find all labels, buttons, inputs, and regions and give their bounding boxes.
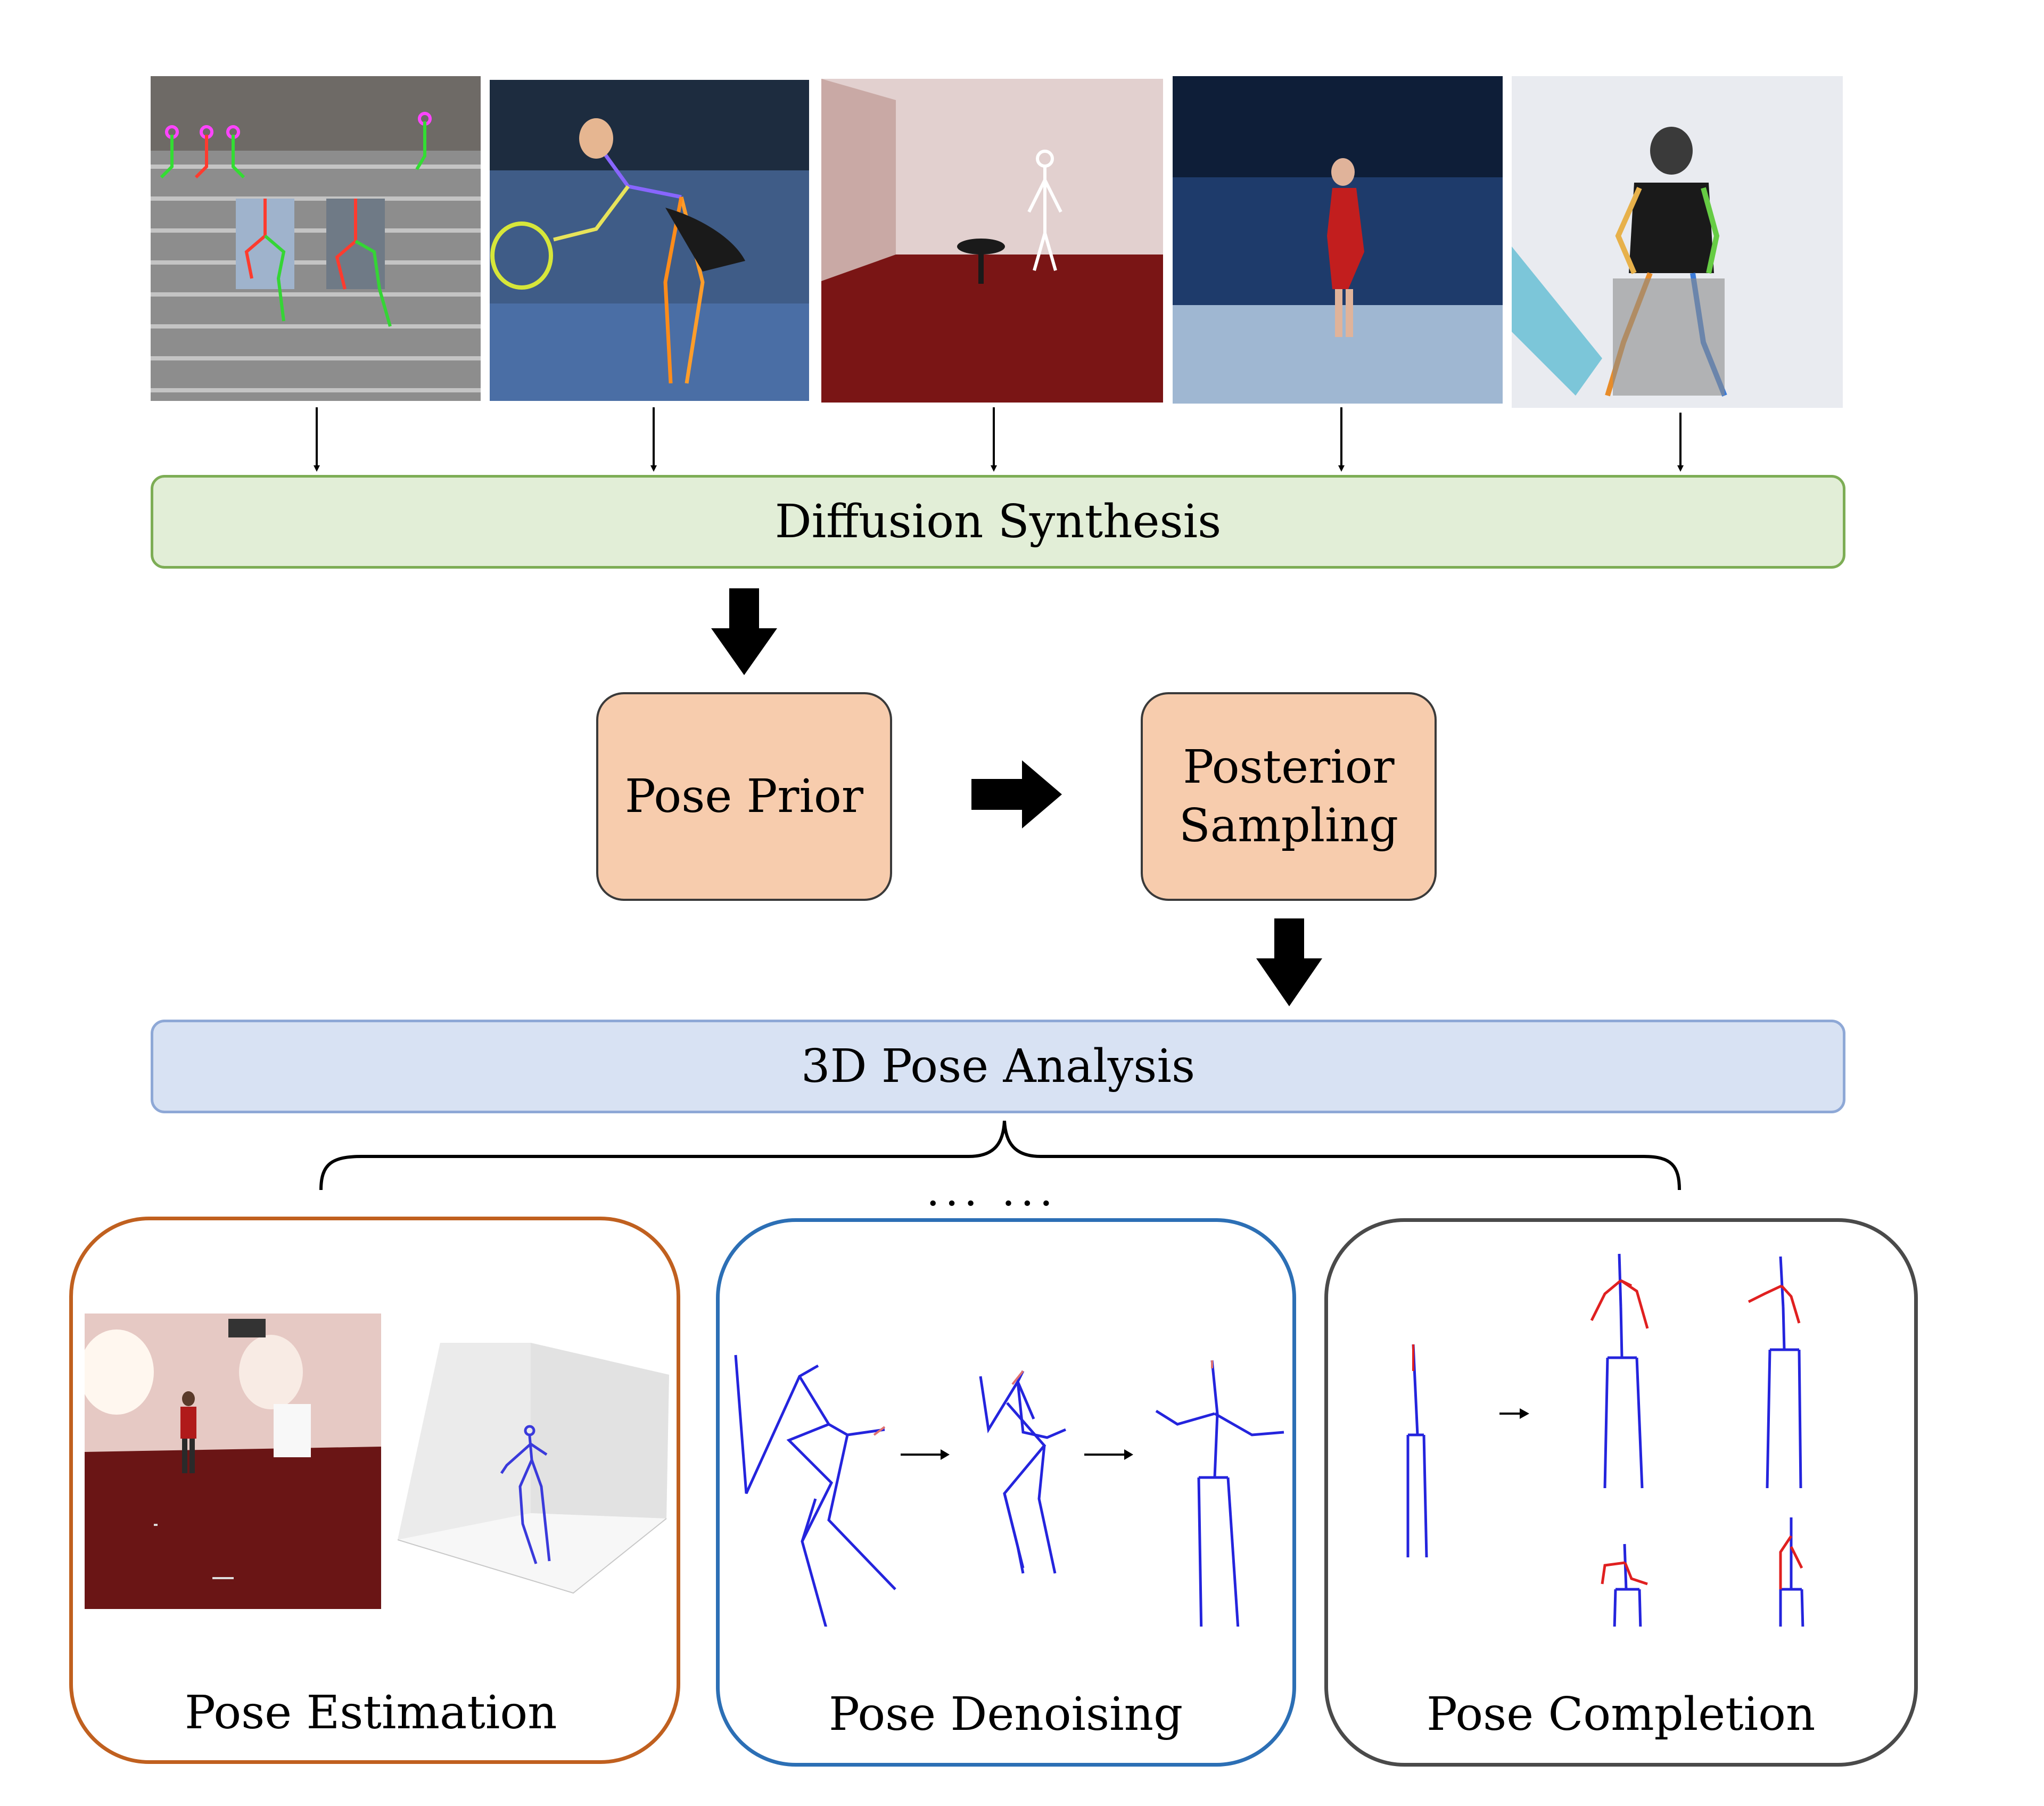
photo-mocap-room <box>821 79 1163 403</box>
pose-analysis-label: 3D Pose Analysis <box>801 1040 1196 1093</box>
right-block-arrow <box>971 760 1062 828</box>
estimation-photo <box>85 1314 381 1609</box>
more-applications-ellipsis: ... ... <box>926 1166 1059 1216</box>
pose-estimation-title: Pose Estimation <box>185 1686 557 1739</box>
denoising-skeletons <box>734 1354 1284 1627</box>
photo-dancer <box>1512 76 1843 408</box>
photo-skater <box>1173 76 1503 404</box>
photo-stairs <box>151 76 481 401</box>
pose-estimation-panel: Pose Estimation <box>69 1217 680 1764</box>
completion-skeletons <box>1406 1253 1804 1627</box>
diffusion-synthesis-block: Diffusion Synthesis <box>151 475 1845 569</box>
pose-completion-panel: Pose Completion <box>1324 1218 1918 1767</box>
estimation-3d-plot <box>398 1343 669 1594</box>
pose-completion-title: Pose Completion <box>1427 1688 1816 1741</box>
pose-analysis-block: 3D Pose Analysis <box>151 1020 1845 1113</box>
curly-brace <box>319 1120 1681 1191</box>
posterior-sampling-node: Posterior Sampling <box>1141 692 1437 901</box>
posterior-sampling-label-line1: Posterior <box>1183 740 1395 794</box>
photo-tennis <box>490 80 809 401</box>
diffusion-synthesis-label: Diffusion Synthesis <box>774 495 1222 548</box>
pose-prior-node: Pose Prior <box>596 692 892 901</box>
pose-denoising-panel: Pose Denoising <box>716 1218 1296 1767</box>
pose-denoising-title: Pose Denoising <box>829 1688 1183 1741</box>
pose-prior-label: Pose Prior <box>625 769 863 823</box>
posterior-sampling-label-line2: Sampling <box>1178 799 1399 852</box>
down-block-arrow-2 <box>1256 918 1322 1006</box>
down-block-arrow <box>711 588 777 675</box>
